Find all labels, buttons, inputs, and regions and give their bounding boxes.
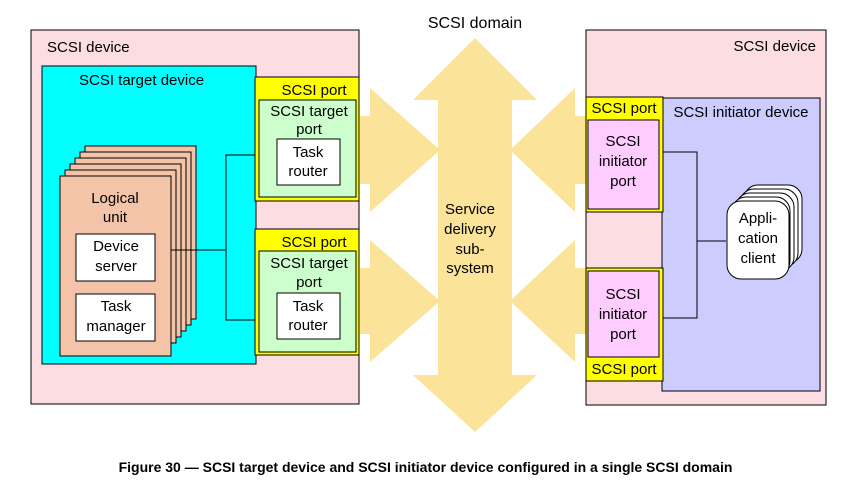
target-scsi-port-2-label: SCSI port: [281, 234, 347, 251]
scsi-target-device-label: SCSI target device: [79, 72, 204, 89]
arrow-to-initiator-port-2: [510, 240, 586, 362]
scsi-initiator-port-2-box: [587, 270, 660, 358]
scsi-initiator-device-label: SCSI initiator device: [673, 104, 808, 121]
target-connector-lines: [171, 154, 258, 321]
arrow-to-target-port-1: [360, 88, 440, 212]
figure-caption: Figure 30 — SCSI target device and SCSI …: [118, 459, 733, 475]
scsi-initiator-port-2-line-3: port: [610, 326, 637, 343]
logical-unit-title-line-2: unit: [103, 209, 128, 226]
logical-unit-title-line-1: Logical: [91, 190, 139, 207]
scsi-initiator-port-2-line-2: initiator: [599, 306, 647, 323]
service-delivery-line-4: system: [446, 260, 494, 277]
task-manager-line-1: Task: [101, 298, 132, 315]
arrow-to-target-port-2: [360, 240, 440, 362]
scsi-initiator-port-1-line-2: initiator: [599, 153, 647, 170]
target-scsi-port-1-label: SCSI port: [281, 82, 347, 99]
task-router-2-line-1: Task: [293, 298, 324, 315]
scsi-target-port-2-line-1: SCSI target: [270, 255, 348, 272]
service-delivery-line-3: sub-: [455, 241, 484, 258]
task-router-1-box: [276, 138, 341, 186]
initiator-connector-lines: [662, 151, 726, 319]
application-client-line-1: Appli-: [739, 210, 777, 227]
scsi-initiator-port-1-line-1: SCSI: [605, 133, 640, 150]
initiator-scsi-device-label: SCSI device: [733, 38, 816, 55]
scsi-target-port-2-line-2: port: [296, 274, 323, 291]
application-client-line-3: client: [740, 250, 776, 267]
scsi-target-port-1-line-2: port: [296, 121, 323, 138]
scsi-initiator-port-1-line-3: port: [610, 173, 637, 190]
task-manager-line-2: manager: [86, 318, 145, 335]
task-router-1-line-2: router: [288, 163, 327, 180]
target-scsi-device-label: SCSI device: [47, 39, 130, 56]
scsi-initiator-port-1-box: [587, 119, 660, 210]
device-server-line-2: server: [95, 258, 137, 275]
task-router-1-line-1: Task: [293, 144, 324, 161]
task-manager-box: [75, 293, 156, 342]
scsi-initiator-port-2-line-1: SCSI: [605, 286, 640, 303]
application-client-line-2: cation: [738, 230, 778, 247]
device-server-box: [75, 233, 156, 282]
scsi-domain-diagram: SCSI domain Service delivery sub- system…: [30, 15, 827, 432]
scsi-target-port-1-line-1: SCSI target: [270, 103, 348, 120]
service-delivery-arrow: [413, 38, 537, 432]
task-router-2-line-2: router: [288, 317, 327, 334]
service-delivery-line-1: Service: [445, 201, 495, 218]
application-client-box: [726, 200, 790, 280]
initiator-scsi-port-1-label: SCSI port: [591, 100, 657, 117]
arrow-to-initiator-port-1: [510, 88, 586, 212]
task-router-2-box: [276, 292, 341, 340]
device-server-line-1: Device: [93, 238, 139, 255]
service-delivery-label: Service delivery sub- system: [444, 201, 496, 277]
initiator-scsi-port-2-label: SCSI port: [591, 361, 657, 378]
scsi-domain-label: SCSI domain: [428, 15, 522, 32]
service-delivery-line-2: delivery: [444, 221, 496, 238]
